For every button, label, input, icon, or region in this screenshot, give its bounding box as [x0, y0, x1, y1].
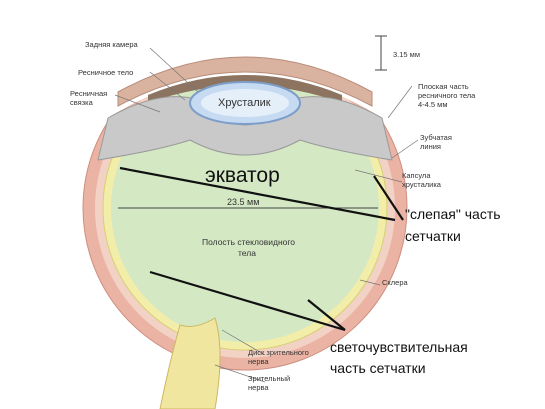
annotation-sensitive-retina-2: часть сетчатки: [330, 360, 426, 376]
iris: [148, 75, 342, 103]
label-capsule-2: хрусталика: [402, 180, 442, 189]
label-vitreous-1: Полость стекловидного: [202, 237, 295, 247]
label-flat-part-1: Плоская часть: [418, 82, 469, 91]
label-ciliary-body: Ресничное тело: [78, 68, 133, 77]
annotation-sensitive-retina-1: светочувствительная: [330, 339, 468, 355]
label-nerve-2: нерва: [248, 383, 269, 392]
label-back-chamber: Задняя камера: [85, 40, 139, 49]
label-ciliary-ligament-1: Ресничная: [70, 89, 107, 98]
label-nerve-1: Зрительный: [248, 374, 290, 383]
label-sclera: Склера: [382, 278, 409, 287]
annotation-blind-retina-2: сетчатки: [405, 228, 461, 244]
label-ciliary-ligament-2: связка: [70, 98, 94, 107]
label-disc-2: нерва: [248, 357, 269, 366]
label-flat-part-2: ресничного тела: [418, 91, 476, 100]
cornea: [117, 56, 373, 107]
label-measure-top: 3.15 мм: [393, 50, 420, 59]
optic-nerve: [159, 317, 221, 409]
annotation-lines: [119, 166, 404, 332]
label-disc-1: Диск зрительного: [248, 348, 309, 357]
label-diameter: 23.5 мм: [227, 197, 259, 207]
label-dentate-2: линия: [420, 142, 441, 151]
lens-core: [201, 89, 289, 117]
annotation-blind-retina-1: "слепая" часть: [405, 206, 501, 222]
label-dentate-1: Зубчатая: [420, 133, 452, 142]
label-lens: Хрусталик: [218, 97, 271, 109]
label-flat-part-3: 4-4.5 мм: [418, 100, 448, 109]
label-vitreous-2: тела: [238, 248, 256, 258]
label-capsule-1: Капсула: [402, 171, 431, 180]
leader-lines: [114, 47, 419, 383]
annotation-equator: экватор: [205, 164, 280, 187]
anterior-segment: [90, 30, 400, 130]
